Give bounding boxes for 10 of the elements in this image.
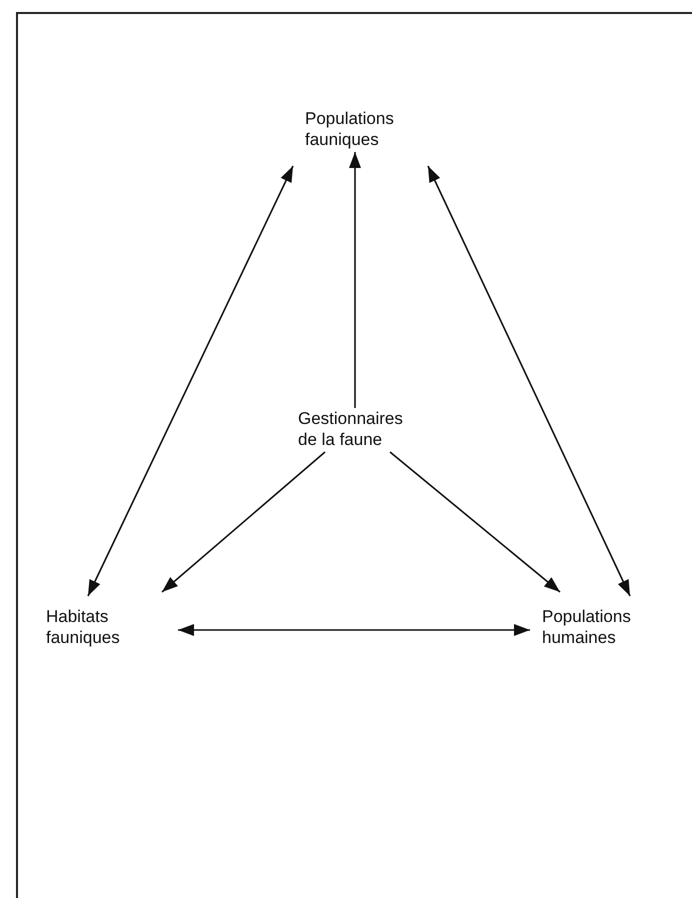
node-label: Gestionnaires de la faune [298,408,404,450]
arrow [161,451,326,593]
node-label: Populations humaines [542,606,632,648]
arrow [178,624,530,636]
arrow [427,166,631,596]
arrow [390,451,560,593]
arrow [349,152,361,408]
node-label: Habitats fauniques [46,606,121,648]
node-label: Populations fauniques [305,108,395,150]
arrow [87,166,294,596]
